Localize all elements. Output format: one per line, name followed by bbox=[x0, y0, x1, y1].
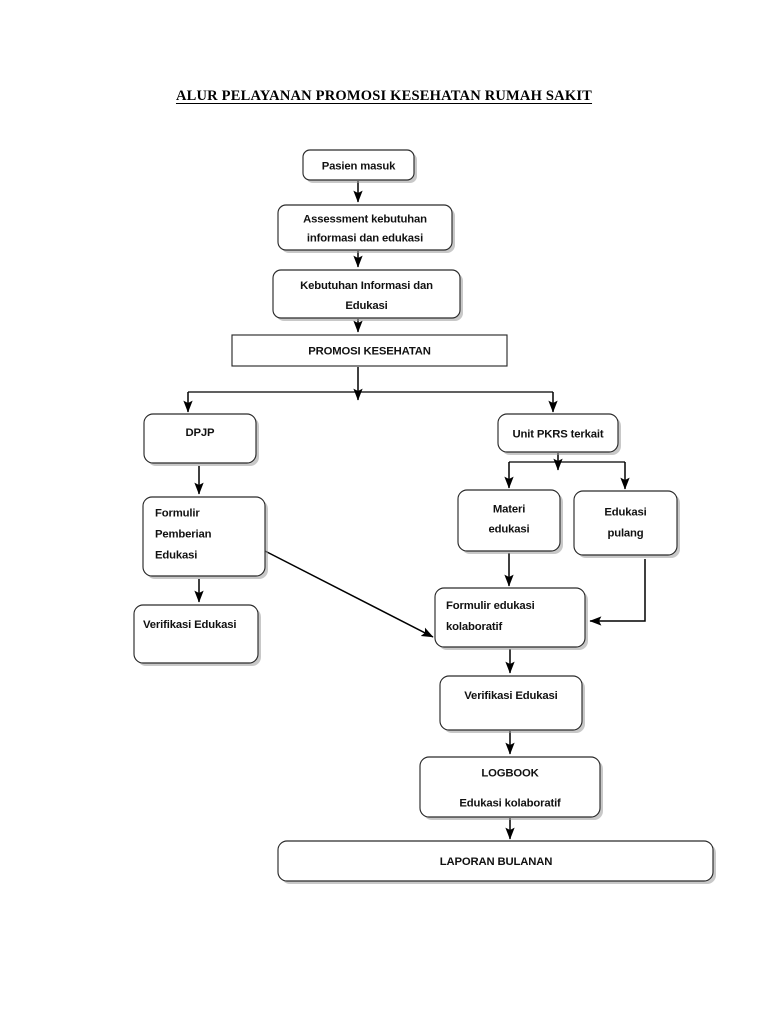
node-label-line2: informasi dan edukasi bbox=[307, 233, 423, 245]
node-assessment[interactable]: Assessment kebutuhan informasi dan eduka… bbox=[277, 204, 455, 253]
node-label-line2: Pemberian bbox=[155, 529, 212, 541]
node-label: LAPORAN BULANAN bbox=[440, 856, 553, 868]
node-verifikasi-edukasi-kiri[interactable]: Verifikasi Edukasi bbox=[133, 604, 261, 666]
node-label: Verifikasi Edukasi bbox=[464, 690, 557, 702]
node-formulir-pemberian-edukasi[interactable]: Formulir Pemberian Edukasi bbox=[142, 496, 268, 579]
node-dpjp[interactable]: DPJP bbox=[143, 413, 259, 466]
node-outline bbox=[434, 587, 586, 648]
node-outline bbox=[302, 149, 415, 181]
node-outline bbox=[231, 334, 508, 367]
node-outline bbox=[142, 496, 266, 577]
node-logbook[interactable]: LOGBOOK Edukasi kolaboratif bbox=[419, 756, 603, 820]
connector-edukasi-pulang-to-kolaboratif bbox=[589, 559, 646, 626]
node-label-line2: Edukasi bbox=[345, 300, 387, 312]
node-label: DPJP bbox=[186, 427, 216, 439]
node-outline bbox=[277, 204, 453, 251]
node-label: Verifikasi Edukasi bbox=[143, 619, 236, 631]
node-promosi-kesehatan[interactable]: PROMOSI KESEHATAN bbox=[231, 334, 508, 367]
node-formulir-edukasi-kolaboratif[interactable]: Formulir edukasi kolaboratif bbox=[434, 587, 588, 650]
node-edukasi-pulang[interactable]: Edukasi pulang bbox=[573, 490, 680, 558]
page-title: ALUR PELAYANAN PROMOSI KESEHATAN RUMAH S… bbox=[175, 88, 593, 104]
node-laporan-bulanan[interactable]: LAPORAN BULANAN bbox=[277, 840, 716, 884]
node-label-line1: LOGBOOK bbox=[481, 768, 539, 780]
node-materi-edukasi[interactable]: Materi edukasi bbox=[457, 489, 563, 554]
node-label: PROMOSI KESEHATAN bbox=[308, 346, 431, 358]
node-label-line1: Formulir bbox=[155, 508, 200, 520]
node-outline bbox=[133, 604, 259, 664]
node-outline bbox=[277, 840, 714, 882]
node-outline bbox=[439, 675, 583, 731]
node-unit-pkrs-terkait[interactable]: Unit PKRS terkait bbox=[497, 413, 621, 455]
connectors bbox=[183, 181, 646, 840]
node-outline bbox=[497, 413, 619, 453]
node-outline bbox=[143, 413, 257, 464]
node-label-line3: Edukasi bbox=[155, 550, 197, 562]
node-outline bbox=[457, 489, 561, 552]
node-pasien-masuk[interactable]: Pasien masuk bbox=[302, 149, 417, 183]
node-label-line1: Formulir edukasi bbox=[446, 600, 535, 612]
connector-formulir-pemberian-to-kolaboratif bbox=[264, 550, 434, 638]
node-label-line2: edukasi bbox=[488, 524, 529, 536]
node-label-line1: Edukasi bbox=[604, 507, 646, 519]
node-verifikasi-edukasi-kanan[interactable]: Verifikasi Edukasi bbox=[439, 675, 585, 733]
node-outline bbox=[573, 490, 678, 556]
node-outline bbox=[419, 756, 601, 818]
node-kebutuhan-informasi[interactable]: Kebutuhan Informasi dan Edukasi bbox=[272, 269, 463, 321]
node-outline bbox=[272, 269, 461, 319]
node-label-line2: Edukasi kolaboratif bbox=[459, 798, 561, 810]
node-label-line1: Assessment kebutuhan bbox=[303, 214, 427, 226]
node-label-line2: kolaboratif bbox=[446, 621, 502, 633]
node-label-line2: pulang bbox=[607, 528, 643, 540]
node-label-line1: Materi bbox=[493, 504, 525, 516]
node-label-line1: Kebutuhan Informasi dan bbox=[300, 280, 433, 292]
node-label: Unit PKRS terkait bbox=[513, 429, 604, 441]
node-label: Pasien masuk bbox=[322, 161, 396, 173]
